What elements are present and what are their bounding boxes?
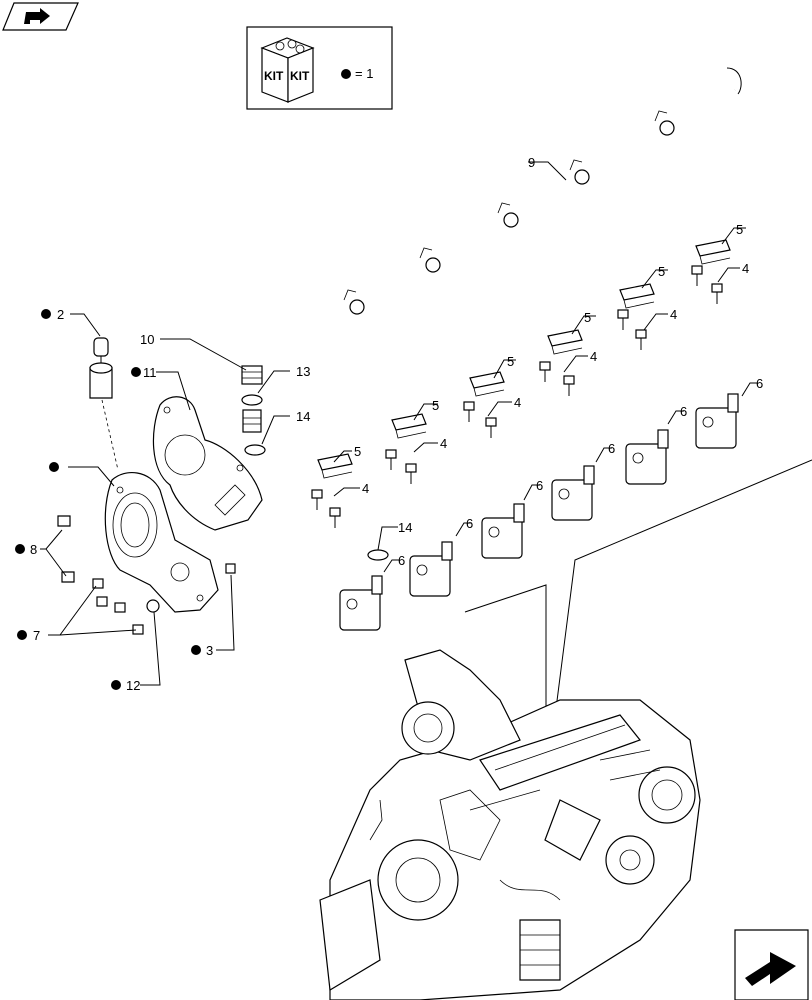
plug-item-12: [146, 599, 160, 613]
screws-item-8: [57, 515, 75, 583]
callout-11: 11: [143, 365, 157, 380]
callout-3: 3: [206, 643, 213, 658]
callout-6d: 6: [608, 441, 615, 456]
back-reference-icon[interactable]: [2, 2, 79, 31]
callout-5d: 5: [584, 310, 591, 325]
kit-equals-text: = 1: [355, 66, 373, 81]
injectors: [339, 393, 739, 631]
kit-box-icon: KIT KIT: [260, 37, 315, 103]
callout-8: 8: [30, 542, 37, 557]
callout-4f: 4: [742, 261, 749, 276]
callout-6a: 6: [398, 553, 405, 568]
gasket: [152, 396, 263, 531]
callout-4c: 4: [514, 395, 521, 410]
kit-label-left: KIT: [264, 69, 284, 83]
clamps-and-screws: [311, 239, 731, 528]
view-line-left: [464, 584, 547, 740]
callout-4d: 4: [590, 349, 597, 364]
callout-13: 13: [296, 364, 310, 379]
next-page-icon[interactable]: [734, 929, 809, 1000]
bolts-item-7: [92, 578, 144, 635]
callout-5f: 5: [736, 222, 743, 237]
callout-7: 7: [33, 628, 40, 643]
callout-12: 12: [126, 678, 140, 693]
callout-6c: 6: [536, 478, 543, 493]
nut-item-3: [225, 563, 236, 574]
callout-10: 10: [140, 332, 154, 347]
kit-markers: [15, 309, 201, 690]
callout-5b: 5: [432, 398, 439, 413]
callout-14b: 14: [398, 520, 412, 535]
leader-lines: [40, 161, 758, 686]
kit-label-right: KIT: [290, 69, 310, 83]
view-line-right: [551, 459, 812, 741]
callout-14a: 14: [296, 409, 310, 424]
callout-6b: 6: [466, 516, 473, 531]
kit-legend: KIT KIT = 1: [246, 26, 393, 110]
callout-6e: 6: [680, 404, 687, 419]
pump-flange: [104, 472, 219, 613]
callout-5a: 5: [354, 444, 361, 459]
callout-5c: 5: [507, 354, 514, 369]
callout-6f: 6: [756, 376, 763, 391]
pressure-sensor: [89, 337, 119, 471]
callout-4b: 4: [440, 436, 447, 451]
callout-9: 9: [528, 155, 535, 170]
callout-4e: 4: [670, 307, 677, 322]
engine-illustration: [319, 649, 701, 1000]
callout-2: 2: [57, 307, 64, 322]
callout-5e: 5: [658, 264, 665, 279]
fuel-rail: [241, 67, 742, 385]
seal-parts: [241, 394, 389, 561]
callout-4a: 4: [362, 481, 369, 496]
